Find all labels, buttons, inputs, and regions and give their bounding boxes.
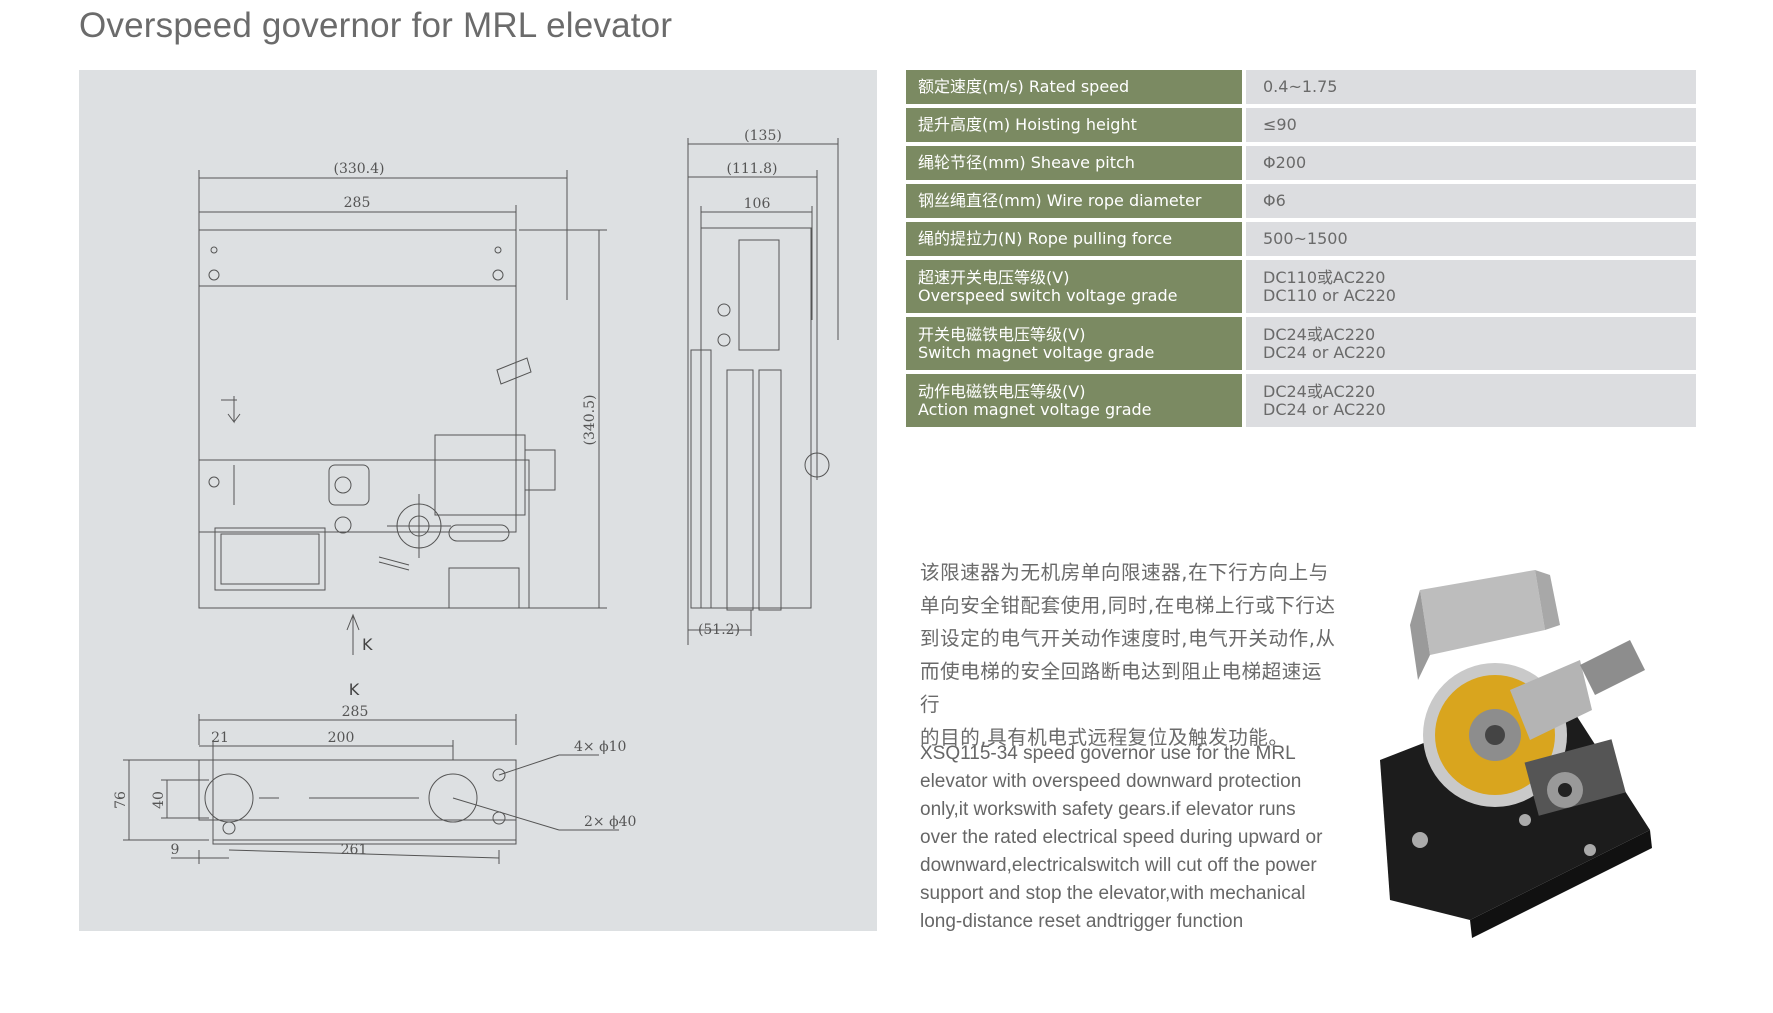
k-dim-width: 285	[342, 704, 369, 720]
description-chinese: 该限速器为无机房单向限速器,在下行方向上与单向安全钳配套使用,同时,在电梯上行或…	[920, 556, 1340, 754]
spec-label-cn: 额定速度(m/s)	[918, 77, 1024, 96]
spec-row: 提升高度(m) Hoisting height ≤90	[906, 108, 1696, 142]
dim-side-offset: (51.2)	[698, 622, 740, 638]
spec-value-text: ≤90	[1263, 115, 1297, 134]
description-cn-line: 的目的,具有机电式远程复位及触发功能。	[920, 726, 1289, 749]
spec-label-en: Rated speed	[1028, 77, 1130, 96]
spec-label: 绳轮节径(mm) Sheave pitch	[906, 146, 1246, 180]
description-en-line: long-distance reset andtrigger function	[920, 911, 1244, 932]
spec-label: 绳的提拉力(N) Rope pulling force	[906, 222, 1246, 256]
spec-label-en: Switch magnet voltage grade	[918, 342, 1155, 362]
spec-label-en: Overspeed switch voltage grade	[918, 285, 1178, 305]
spec-value-text-en: DC24 or AC220	[1263, 399, 1386, 419]
spec-value-text-en: DC110 or AC220	[1263, 285, 1396, 305]
product-photo	[1360, 570, 1720, 944]
spec-value: ≤90	[1246, 108, 1696, 142]
technical-drawing-panel: (330.4) 285 (340.5) K (135) (111.8) 106 …	[79, 70, 877, 931]
description-en-line: only,it workswith safety gears.if elevat…	[920, 799, 1296, 820]
description-cn-line: 该限速器为无机房单向限速器,在下行方向上与	[920, 561, 1329, 584]
description-en-line: support and stop the elevator,with mecha…	[920, 883, 1306, 904]
k-note-large-holes: 2× ϕ40	[584, 814, 636, 830]
spec-label-en: Sheave pitch	[1030, 153, 1135, 172]
k-dim-height: 76	[113, 791, 129, 809]
spec-row: 绳的提拉力(N) Rope pulling force 500~1500	[906, 222, 1696, 256]
description-en-line: XSQ115-34 speed governor use for the MRL	[920, 743, 1296, 764]
spec-label-cn: 钢丝绳直径(mm)	[918, 191, 1042, 210]
spec-label: 提升高度(m) Hoisting height	[906, 108, 1246, 142]
view-arrow-label: K	[362, 635, 373, 654]
page-title: Overspeed governor for MRL elevator	[79, 6, 673, 45]
spec-label: 钢丝绳直径(mm) Wire rope diameter	[906, 184, 1246, 218]
spec-label-en: Wire rope diameter	[1046, 191, 1202, 210]
k-dim-slot: 40	[151, 791, 167, 809]
spec-label-cn: 绳轮节径(mm)	[918, 153, 1026, 172]
spec-label: 开关电磁铁电压等级(V)Switch magnet voltage grade	[906, 317, 1246, 370]
k-dim-pitch: 200	[328, 730, 355, 746]
spec-label-cn: 绳的提拉力(N)	[918, 229, 1023, 248]
dim-front-height: (340.5)	[582, 394, 598, 445]
spec-value-text: DC24或AC220	[1263, 381, 1376, 401]
spec-label-line: 绳的提拉力(N) Rope pulling force	[918, 230, 1230, 248]
description-cn-line: 到设定的电气开关动作速度时,电气开关动作,从	[920, 627, 1336, 650]
spec-value-text: DC110或AC220	[1263, 267, 1386, 287]
spec-value: 500~1500	[1246, 222, 1696, 256]
spec-label: 超速开关电压等级(V)Overspeed switch voltage grad…	[906, 260, 1246, 313]
dim-side-inner: 106	[744, 196, 771, 212]
spec-label-en: Rope pulling force	[1027, 229, 1173, 248]
spec-label-line: 额定速度(m/s) Rated speed	[918, 78, 1230, 96]
description-cn-line: 单向安全钳配套使用,同时,在电梯上行或下行达	[920, 594, 1336, 617]
dim-side-mid: (111.8)	[726, 161, 777, 177]
k-dim-edge: 21	[211, 730, 229, 746]
spec-label: 额定速度(m/s) Rated speed	[906, 70, 1246, 104]
k-dim-small: 9	[171, 842, 180, 858]
k-view-heading: K	[349, 680, 360, 699]
spec-value-text: Φ6	[1263, 191, 1286, 210]
spec-row: 额定速度(m/s) Rated speed 0.4~1.75	[906, 70, 1696, 104]
spec-table: 额定速度(m/s) Rated speed 0.4~1.75 提升高度(m) Hoi…	[906, 70, 1696, 431]
spec-label: 动作电磁铁电压等级(V)Action magnet voltage grade	[906, 374, 1246, 427]
spec-label-cn: 提升高度(m)	[918, 115, 1011, 134]
spec-label-cn: 开关电磁铁电压等级(V)	[918, 324, 1086, 344]
spec-value-text-en: DC24 or AC220	[1263, 342, 1386, 362]
spec-label-en: Hoisting height	[1015, 115, 1137, 134]
description-en-line: downward,electricalswitch will cut off t…	[920, 855, 1317, 876]
spec-value: 0.4~1.75	[1246, 70, 1696, 104]
spec-row: 超速开关电压等级(V)Overspeed switch voltage grad…	[906, 260, 1696, 313]
spec-label-cn: 超速开关电压等级(V)	[918, 267, 1070, 287]
description-english: XSQ115-34 speed governor use for the MRL…	[920, 740, 1340, 936]
spec-value-text: 500~1500	[1263, 229, 1348, 248]
spec-value-text: Φ200	[1263, 153, 1307, 172]
spec-value: Φ200	[1246, 146, 1696, 180]
description-cn-line: 而使电梯的安全回路断电达到阻止电梯超速运行	[920, 660, 1323, 716]
k-note-small-holes: 4× ϕ10	[574, 739, 626, 755]
spec-value-text: DC24或AC220	[1263, 324, 1376, 344]
spec-label-cn: 动作电磁铁电压等级(V)	[918, 381, 1086, 401]
spec-label-line: 绳轮节径(mm) Sheave pitch	[918, 154, 1230, 172]
dim-front-total: (330.4)	[333, 161, 384, 177]
description-en-line: over the rated electrical speed during u…	[920, 827, 1323, 848]
k-dim-base: 261	[341, 842, 368, 858]
technical-drawing: (330.4) 285 (340.5) K (135) (111.8) 106 …	[113, 128, 839, 864]
spec-row: 绳轮节径(mm) Sheave pitch Φ200	[906, 146, 1696, 180]
spec-value-text: 0.4~1.75	[1263, 77, 1338, 96]
spec-label-en: Action magnet voltage grade	[918, 399, 1152, 419]
spec-label-line: 钢丝绳直径(mm) Wire rope diameter	[918, 192, 1230, 210]
spec-row: 钢丝绳直径(mm) Wire rope diameter Φ6	[906, 184, 1696, 218]
spec-value: Φ6	[1246, 184, 1696, 218]
dim-side-total: (135)	[744, 128, 782, 144]
spec-label-line: 提升高度(m) Hoisting height	[918, 116, 1230, 134]
description-en-line: elevator with overspeed downward protect…	[920, 771, 1302, 792]
dim-front-width: 285	[344, 195, 371, 211]
